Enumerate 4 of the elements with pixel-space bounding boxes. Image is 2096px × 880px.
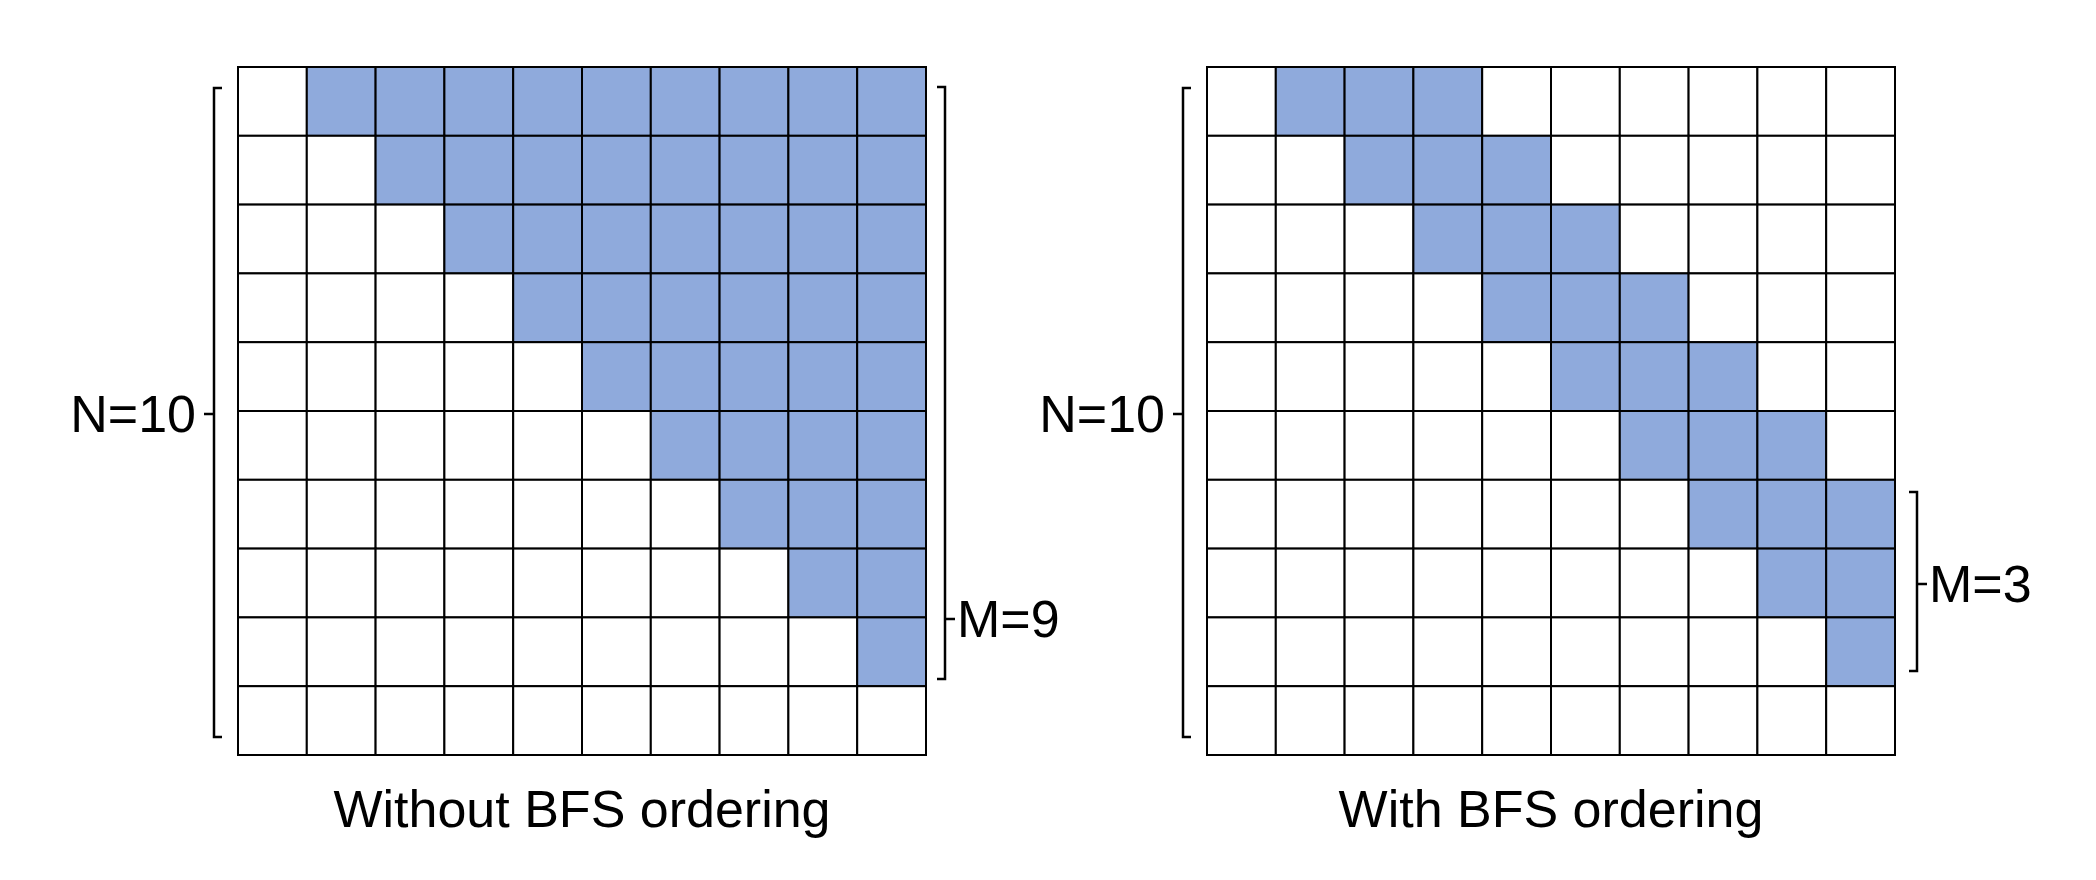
dimension-label: M=3 (1929, 558, 2032, 610)
dimension-label: N=10 (1039, 388, 1165, 440)
dimension-label: M=9 (957, 593, 1060, 645)
dimension-label: N=10 (70, 388, 196, 440)
